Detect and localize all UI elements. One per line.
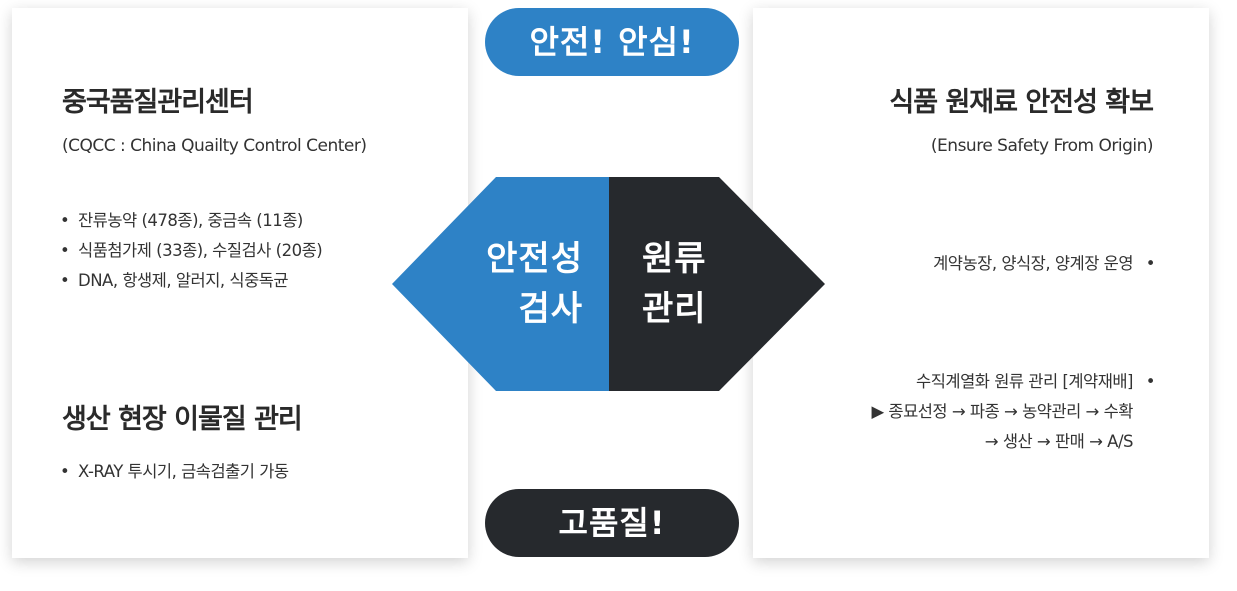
list-item: X-RAY 투시기, 금속검출기 가동 [60,457,289,487]
list-item-continuation: ▶ 종묘선정 → 파종 → 농약관리 → 수확 [871,402,1133,421]
list-item: 계약농장, 양식장, 양계장 운영• [933,254,1155,273]
right-card [753,8,1209,558]
list-item-continuation: → 생산 → 판매 → A/S [984,432,1134,451]
left-card-title: 중국품질관리센터 [62,87,254,118]
safety-inspection-shape [392,177,609,391]
list-item: 식품첨가제 (33종), 수질검사 (20종) [60,236,323,266]
right-card-subtitle: (Ensure Safety From Origin) [930,136,1154,156]
left-card-title-2: 생산 현장 이물질 관리 [62,404,303,435]
right-card-title: 식품 원재료 안전성 확보 [889,87,1154,118]
list-item: 잔류농약 (478종), 중금속 (11종) [60,206,322,236]
quality-pill: 고품질! [485,489,739,557]
left-card-list-2: X-RAY 투시기, 금속검출기 가동 [60,457,289,487]
safety-pill: 안전! 안심! [485,8,739,76]
right-card-list-2: 수직계열화 원류 관리 [계약재배]• ▶ 종묘선정 → 파종 → 농약관리 →… [871,367,1155,457]
left-card-list-1: 잔류농약 (478종), 중금속 (11종) 식품첨가제 (33종), 수질검사… [60,206,323,296]
right-card-list-1: 계약농장, 양식장, 양계장 운영• [933,249,1155,279]
left-card-subtitle: (CQCC : China Quailty Control Center) [62,136,367,156]
origin-management-shape [609,177,825,391]
list-item: 수직계열화 원류 관리 [계약재배]• [916,372,1155,391]
safety-inspection-label: 안전성 검사 [486,239,583,329]
origin-management-label: 원류 관리 [642,239,707,329]
list-item: DNA, 항생제, 알러지, 식중독균 [60,266,322,296]
